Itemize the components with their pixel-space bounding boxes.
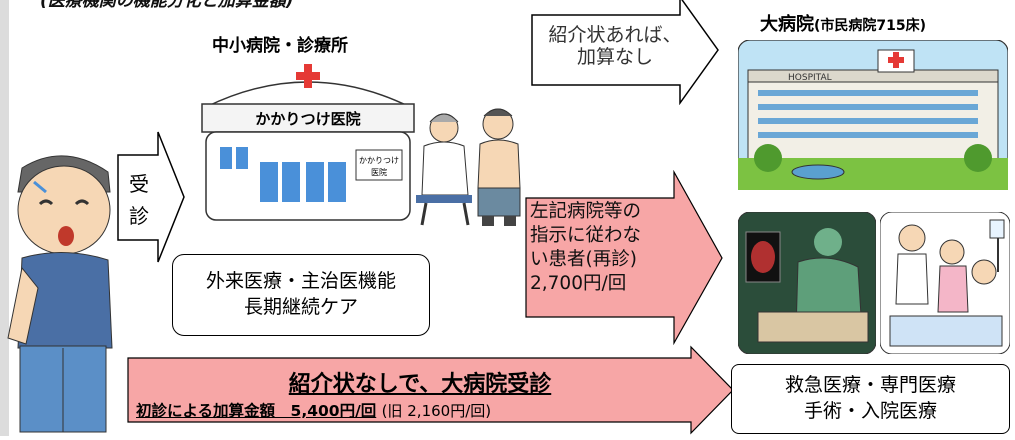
svg-text:かかりつけ: かかりつけ [359, 156, 399, 165]
referral-arrow: 紹介状あれば、 加算なし [530, 0, 720, 105]
hospital-title-sub: (市民病院715床) [814, 18, 927, 34]
no-referral-arrow [126, 345, 736, 435]
revisit-note: 左記病院等の 指示に従わな い患者(再診) 2,700円/回 [530, 201, 642, 295]
worried-patient-illustration [4, 148, 124, 440]
clinic-title: 中小病院・診療所 [212, 36, 348, 56]
clinic-functions-box: 外来医療・主治医機能 長期継続ケア [172, 254, 430, 336]
clinic-building-illustration: かかりつけ医院 かかりつけ 医院 [198, 62, 418, 231]
svg-text:医院: 医院 [371, 167, 387, 177]
surgery-illustration [737, 211, 877, 358]
hospital-title: 大病院(市民病院715床) [760, 10, 926, 36]
referral-arrow-label: 紹介状あれば、 加算なし [548, 24, 682, 68]
hospital-function-1: 救急医療・専門医療 [784, 374, 956, 397]
hospital-functions-box: 救急医療・専門医療 手術・入院医療 [731, 364, 1010, 434]
hospital-function-2: 手術・入院医療 [803, 400, 937, 422]
revisit-arrow [524, 170, 724, 345]
no-referral-main-text: 紹介状なしで、大病院受診 [288, 372, 552, 397]
left-edge-bar [0, 0, 9, 436]
consult-arrow-label: 受 診 [129, 172, 149, 228]
hospital-sign-text: HOSPITAL [788, 73, 832, 83]
no-referral-sub-text: 初診による加算金額 5,400円/回 (旧 2,160円/回) [136, 399, 696, 421]
clinic-function-2: 長期継続ケア [243, 296, 358, 318]
clinic-sign-text: かかりつけ医院 [255, 110, 360, 128]
clinic-function-1: 外来医療・主治医機能 [205, 270, 396, 293]
hospital-building-illustration: HOSPITAL [737, 39, 1009, 194]
inpatient-illustration [879, 211, 1011, 358]
old-surcharge-amount: (旧 2,160円/回) [381, 402, 492, 420]
consult-arrow: 受 診 [116, 130, 186, 265]
hospital-title-main: 大病院 [760, 14, 814, 35]
cut-off-heading: (医療機関の機能分化と加算金額) [40, 0, 294, 11]
doctor-patient-illustration [406, 100, 536, 234]
surcharge-amount: 初診による加算金額 5,400円/回 [136, 402, 377, 420]
